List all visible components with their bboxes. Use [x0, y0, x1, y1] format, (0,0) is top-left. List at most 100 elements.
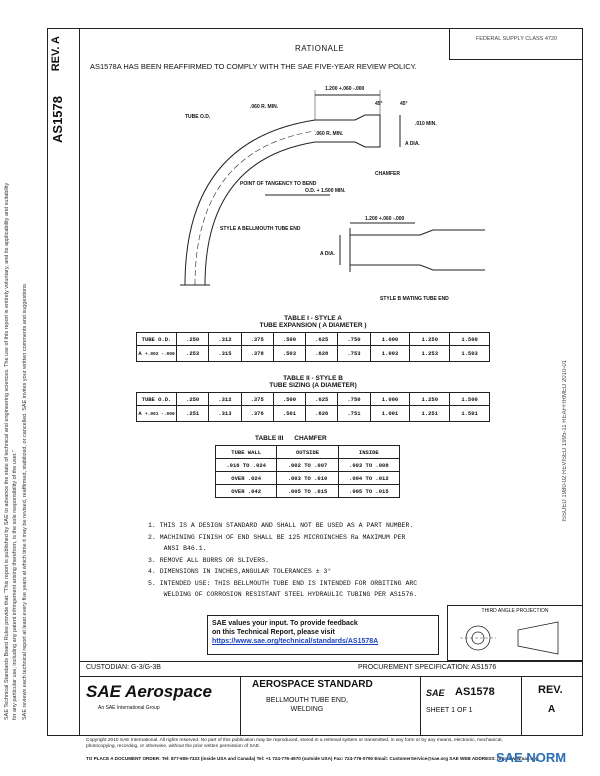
tube-outer-line: [184, 119, 316, 286]
table1-title: TABLE I - STYLE A: [284, 315, 342, 322]
table-cell: 1.250: [409, 332, 451, 346]
table-cell: .005 TO .015: [337, 484, 401, 498]
feedback-line2: on this Technical Report, please visit: [212, 629, 335, 636]
table-cell: 1.000: [369, 332, 411, 346]
table3-title-row: TABLE III CHAMFER: [215, 435, 400, 442]
table-cell: .003 TO .010: [276, 471, 339, 485]
label-od-plus: O.D. + 1.500 MIN.: [305, 188, 346, 194]
doc-number: AS1578: [455, 686, 495, 698]
label-dim-top: 1.200 +.060 -.000: [325, 86, 365, 92]
table-cell: .501: [272, 405, 307, 422]
table3-header-cell: TUBE WALL: [214, 445, 278, 459]
label-45a: 45°: [375, 101, 383, 107]
table-cell: .315: [208, 345, 242, 362]
table3-header-cell: INSIDE: [337, 445, 401, 459]
logo-subtitle: An SAE International Group: [98, 705, 160, 711]
table-cell: .003 TO .008: [337, 458, 401, 472]
table-cell: OVER .042: [214, 484, 278, 498]
note-item: 3. REMOVE ALL BURRS OR SLIVERS.: [148, 556, 269, 564]
table2-subtitle: TUBE SIZING (A DIAMETER): [269, 382, 357, 389]
table-cell: .626: [305, 405, 339, 422]
standard-subtitle: BELLMOUTH TUBE END, WELDING: [266, 696, 348, 714]
label-chamfer: CHAMFER: [375, 171, 400, 177]
note-item: ANSI B46.1.: [148, 545, 207, 552]
label-r060: .060 R. MIN.: [315, 131, 344, 137]
side-notes: SAE Technical Standards Board Rules prov…: [3, 180, 37, 720]
side-doc-number: AS1578: [50, 96, 65, 143]
table1-a-text: A: [138, 350, 142, 357]
table-cell: 1.253: [409, 345, 451, 362]
table3: TUBE WALL OUTSIDE INSIDE .016 TO .024.00…: [214, 445, 401, 498]
table-cell: .750: [337, 332, 371, 346]
table2-a-label: A +.001 -.000: [136, 405, 177, 422]
divider: [80, 661, 583, 662]
table-cell: .376: [240, 405, 274, 422]
note-item: 2. MACHINING FINISH OF END SHALL BE 125 …: [148, 533, 406, 541]
side-notes-text1: SAE Technical Standards Board Rules prov…: [4, 182, 18, 720]
fsc-box: FEDERAL SUPPLY CLASS 4720: [449, 28, 583, 60]
table2-title: TABLE II - STYLE B: [283, 375, 343, 382]
table-cell: .751: [337, 405, 371, 422]
table-cell: 1.501: [449, 405, 490, 422]
table-cell: .503: [272, 345, 307, 362]
issue-dates: ISSUED 1980-02 REVISED 1995-11 REAFFIRME…: [562, 360, 568, 522]
sae-mark: SAE: [426, 688, 445, 698]
note-item: 5. INTENDED USE: THIS BELLMOUTH TUBE END…: [148, 579, 418, 587]
procurement-spec: PROCUREMENT SPECIFICATION: AS1576: [358, 664, 497, 671]
table-cell: 1.001: [369, 405, 411, 422]
label-r010: .010 MIN.: [415, 121, 437, 127]
sheet-number: SHEET 1 OF 1: [426, 707, 473, 714]
table-cell: .250: [175, 332, 210, 346]
label-dim-b: 1.200 +.060 -.000: [365, 216, 405, 222]
note-item: WELDING OF CORROSION RESISTANT STEEL HYD…: [148, 591, 418, 598]
copyright-text: Copyright 2010 SAE International. All ri…: [86, 738, 503, 749]
label-tube-od: TUBE O.D.: [185, 114, 211, 120]
table3-header-cell: OUTSIDE: [276, 445, 339, 459]
rev-label: REV.: [538, 684, 563, 696]
label-45b: 45°: [400, 101, 408, 107]
doc-number-box: [420, 676, 522, 736]
tube-centerline: [194, 130, 316, 286]
table1-a-label: A +.002 -.000: [136, 345, 177, 362]
table-cell: .016 TO .024: [214, 458, 278, 472]
label-a-dia-b: A DIA.: [320, 251, 335, 257]
table3-title: TABLE III: [255, 435, 284, 442]
table3-block: TABLE III CHAMFER TUBE WALL OUTSIDE INSI…: [214, 435, 401, 498]
table2-a-tol: +.001 -.000: [144, 412, 175, 417]
table-cell: .750: [337, 392, 371, 406]
label-style-b: STYLE B MATING TUBE END: [380, 296, 449, 302]
table-cell: OVER .024: [214, 471, 278, 485]
table1-a-tol: +.002 -.000: [144, 352, 175, 357]
rev-value: A: [548, 704, 556, 715]
side-notes-text2: SAE reviews each technical report at lea…: [22, 282, 28, 720]
standard-subtitle-line2: WELDING: [290, 706, 324, 713]
feedback-line1: SAE values your input. To provide feedba…: [212, 620, 358, 627]
table-cell: .313: [208, 405, 242, 422]
table-cell: .753: [337, 345, 371, 362]
sae-aerospace-logo: SAE Aerospace: [86, 682, 212, 701]
table-cell: 1.251: [409, 405, 451, 422]
table-cell: .625: [305, 392, 339, 406]
notes-list: 1. THIS IS A DESIGN STANDARD AND SHALL N…: [148, 520, 417, 601]
table-cell: .005 TO .015: [276, 484, 339, 498]
table-cell: 1.500: [449, 332, 490, 346]
contact-info: TO PLACE A DOCUMENT ORDER: Tel: 877-606-…: [86, 756, 539, 761]
label-r060-min: .060 R. MIN.: [250, 104, 279, 110]
table-cell: 1.003: [369, 345, 411, 362]
standard-subtitle-line1: BELLMOUTH TUBE END,: [266, 697, 348, 704]
table2-a-text: A: [138, 410, 142, 417]
table-cell: .500: [272, 392, 307, 406]
table-cell: .625: [305, 332, 339, 346]
left-strip: [47, 28, 80, 736]
table-cell: .628: [305, 345, 339, 362]
page-frame: [47, 28, 583, 736]
table1-block: TABLE I - STYLE A TUBE EXPANSION ( A DIA…: [136, 315, 490, 362]
table-cell: .004 TO .012: [337, 471, 401, 485]
third-angle-symbol: [460, 621, 559, 655]
feedback-link[interactable]: https://www.sae.org/technical/standards/…: [212, 638, 379, 645]
table-cell: .250: [175, 392, 210, 406]
